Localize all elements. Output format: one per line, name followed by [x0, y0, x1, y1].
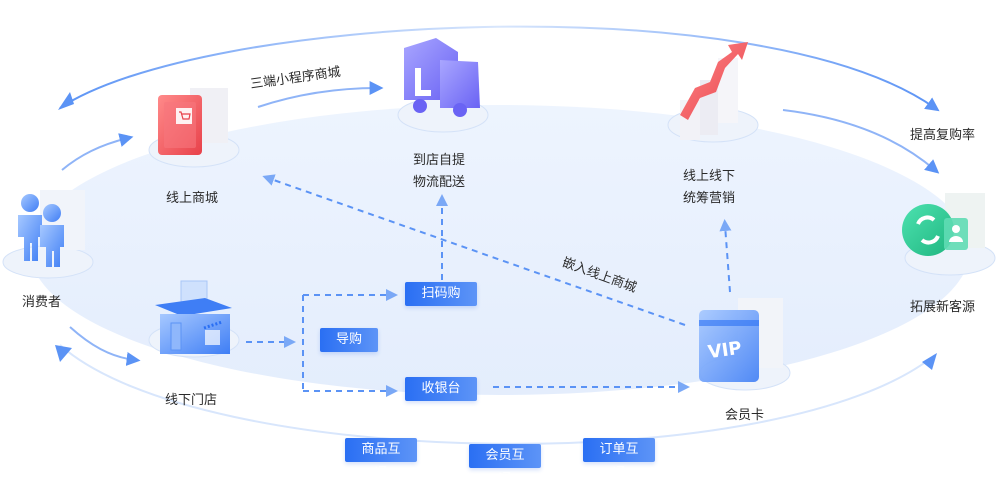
arc-mall-to-truck — [257, 81, 384, 108]
outer-arc-bottom — [59, 344, 936, 445]
dash-vip-to-mall — [262, 174, 686, 326]
node-label-delivery-line2: 物流配送 — [413, 175, 466, 190]
tag-scan-buy: 扫码购 — [405, 282, 477, 306]
node-label-delivery-line1: 到店自提 — [413, 153, 466, 168]
node-label-consumer: 消费者 — [22, 295, 62, 310]
growth-chart-icon — [680, 42, 748, 140]
tag-guide: 导购 — [320, 328, 378, 352]
shop-icon — [155, 280, 232, 354]
arrow-bottom-left-head — [55, 345, 72, 362]
refresh-user-icon — [902, 193, 985, 256]
arc-consumer-to-mall — [61, 133, 134, 171]
flow-label-repurchase: 提高复购率 — [910, 128, 976, 143]
node-label-new-customers: 拓展新客源 — [910, 300, 976, 315]
arrow-bottom-right-head — [922, 353, 937, 370]
node-label-online-mall: 线上商城 — [166, 191, 219, 206]
vip-card-icon — [699, 298, 783, 382]
truck-icon — [404, 38, 480, 117]
arrow-top-left-head — [58, 92, 74, 110]
omnichannel-diagram — [2, 25, 996, 445]
node-label-offline-store: 线下门店 — [165, 393, 218, 408]
node-label-marketing-line1: 线上线下 — [683, 169, 736, 184]
vip-text: VIP — [706, 337, 744, 364]
tag-goods-sync: 商品互通 — [345, 438, 417, 481]
node-label-marketing-line2: 统筹营销 — [683, 191, 736, 206]
node-label-member-card: 会员卡 — [725, 408, 765, 423]
outer-arc-top — [59, 25, 940, 112]
tag-order-sync: 订单互通 — [583, 438, 655, 481]
arc-consumer-to-store — [69, 326, 141, 366]
tag-member-sync: 会员互通 — [469, 444, 541, 487]
dash-vip-to-marketing — [719, 219, 732, 293]
shopping-cart-icon — [158, 88, 228, 155]
tag-cashier: 收银台 — [405, 377, 477, 401]
people-icon — [18, 190, 85, 267]
arc-marketing-to-new — [782, 109, 940, 174]
